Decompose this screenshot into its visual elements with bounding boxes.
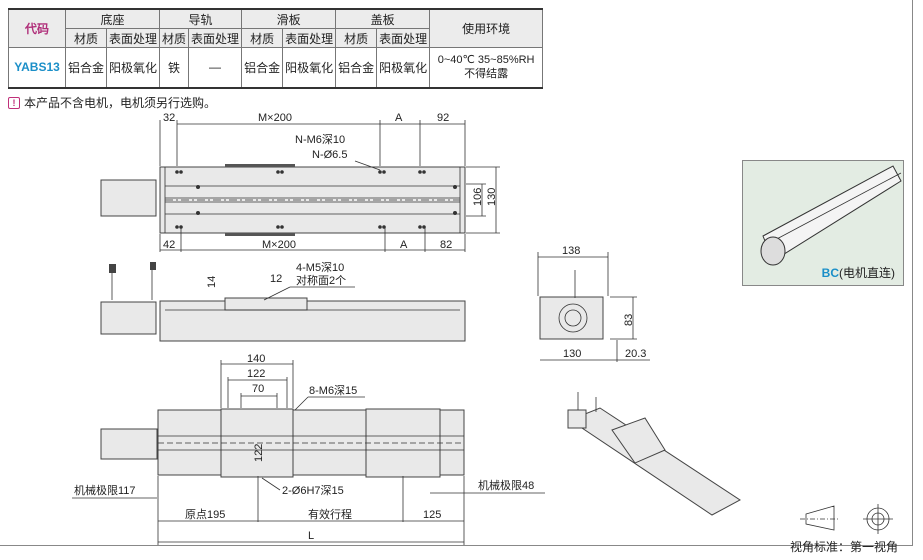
motor-top — [100, 179, 157, 217]
dim-122-vert: 122 — [253, 444, 265, 462]
isometric-view — [567, 392, 741, 516]
end-body — [539, 296, 604, 340]
dim-122: 122 — [247, 368, 265, 380]
dim-130: 130 — [486, 188, 498, 206]
sub-header: 表面处理 — [106, 28, 161, 48]
sub-header: 材质 — [159, 28, 190, 48]
label-m5-2: 对称面2个 — [296, 273, 346, 287]
cell: 铝合金 — [241, 47, 284, 88]
cell: 铁 — [159, 47, 190, 88]
label-n-m6: N-M6深10 — [295, 133, 345, 146]
label-m6-15: 8-M6深15 — [309, 384, 357, 397]
first-angle-symbol — [800, 504, 893, 534]
sub-header: 表面处理 — [376, 28, 431, 48]
body-side — [159, 300, 466, 342]
env-cond: 不得结露 — [464, 68, 509, 81]
dim-14: 14 — [206, 276, 218, 288]
label-m5-1: 4-M5深10 — [296, 261, 344, 274]
dim-20-3: 20.3 — [625, 348, 646, 360]
dim-m200-bot: M×200 — [262, 239, 296, 251]
dim-12: 12 — [270, 273, 282, 285]
view-standard: 视角标准：第一视角 — [790, 540, 899, 554]
dim-origin: 原点195 — [185, 508, 225, 521]
cell: 阳极氧化 — [282, 47, 337, 88]
spec-table: 代码 底座 导轨 滑板 盖板 使用环境 材质 表面处理 材质 表面处理 材质 表… — [8, 8, 544, 89]
dim-a-bot: A — [400, 239, 408, 251]
dim-stroke: 有效行程 — [308, 507, 352, 521]
note: ! 本产品不含电机，电机须另行选购。 — [8, 94, 216, 111]
group-cover: 盖板 — [335, 8, 431, 29]
bc-caption-text: (电机直连) — [839, 266, 895, 280]
label-n-d65: N-Ø6.5 — [312, 149, 347, 161]
end-view: 138 83 130 20.3 — [537, 245, 650, 362]
sub-header: 材质 — [64, 28, 108, 48]
dim-L: L — [308, 530, 314, 542]
motor-side — [100, 301, 157, 335]
dim-125: 125 — [423, 509, 441, 521]
cell: 铝合金 — [64, 47, 108, 88]
bc-caption: BC(电机直连) — [822, 264, 895, 281]
cell: 铝合金 — [335, 47, 378, 88]
cell: 阳极氧化 — [106, 47, 161, 88]
frame-divider — [912, 0, 913, 545]
sub-header: 材质 — [241, 28, 284, 48]
cell: 阳极氧化 — [376, 47, 431, 88]
dim-130-end: 130 — [563, 348, 581, 360]
dim-32: 32 — [163, 112, 175, 124]
side-view: 14 12 4-M5深10 对称面2个 — [100, 261, 466, 342]
group-base: 底座 — [64, 8, 161, 29]
code-value: YABS13 — [8, 47, 66, 88]
motor-plan — [100, 428, 158, 460]
label-limit-left: 机械极限117 — [74, 483, 136, 497]
dim-92: 92 — [437, 112, 449, 124]
group-rail: 导轨 — [159, 8, 243, 29]
dim-83: 83 — [623, 314, 635, 326]
note-text: 本产品不含电机，电机须另行选购。 — [24, 96, 217, 110]
sub-header: 表面处理 — [282, 28, 337, 48]
dim-106: 106 — [472, 188, 484, 206]
plan-view: 140 122 70 8-M6深15 122 机械极限117 2-Ø6H7深15… — [72, 353, 545, 545]
env-temp: 0~40℃ 35~85%RH — [437, 54, 535, 67]
top-view: 32 M×200 A 92 N-M6深10 N-Ø6.5 106 130 42 … — [100, 112, 500, 252]
dim-42: 42 — [163, 239, 175, 251]
dim-70: 70 — [252, 383, 264, 395]
dim-m200-top: M×200 — [258, 112, 292, 124]
dim-138: 138 — [562, 245, 580, 257]
bc-code: BC — [821, 266, 839, 280]
code-header: 代码 — [8, 8, 66, 48]
dim-a-top: A — [395, 112, 403, 124]
label-limit-right: 机械极限48 — [478, 478, 534, 492]
dim-82: 82 — [440, 239, 452, 251]
label-pin: 2-Ø6H7深15 — [282, 484, 344, 497]
warning-icon: ! — [8, 96, 20, 109]
bc-variant-image: BC(电机直连) — [742, 160, 904, 286]
frame-divider — [0, 545, 913, 546]
dim-140: 140 — [247, 353, 265, 365]
sub-header: 材质 — [335, 28, 378, 48]
sub-header: 表面处理 — [188, 28, 243, 48]
